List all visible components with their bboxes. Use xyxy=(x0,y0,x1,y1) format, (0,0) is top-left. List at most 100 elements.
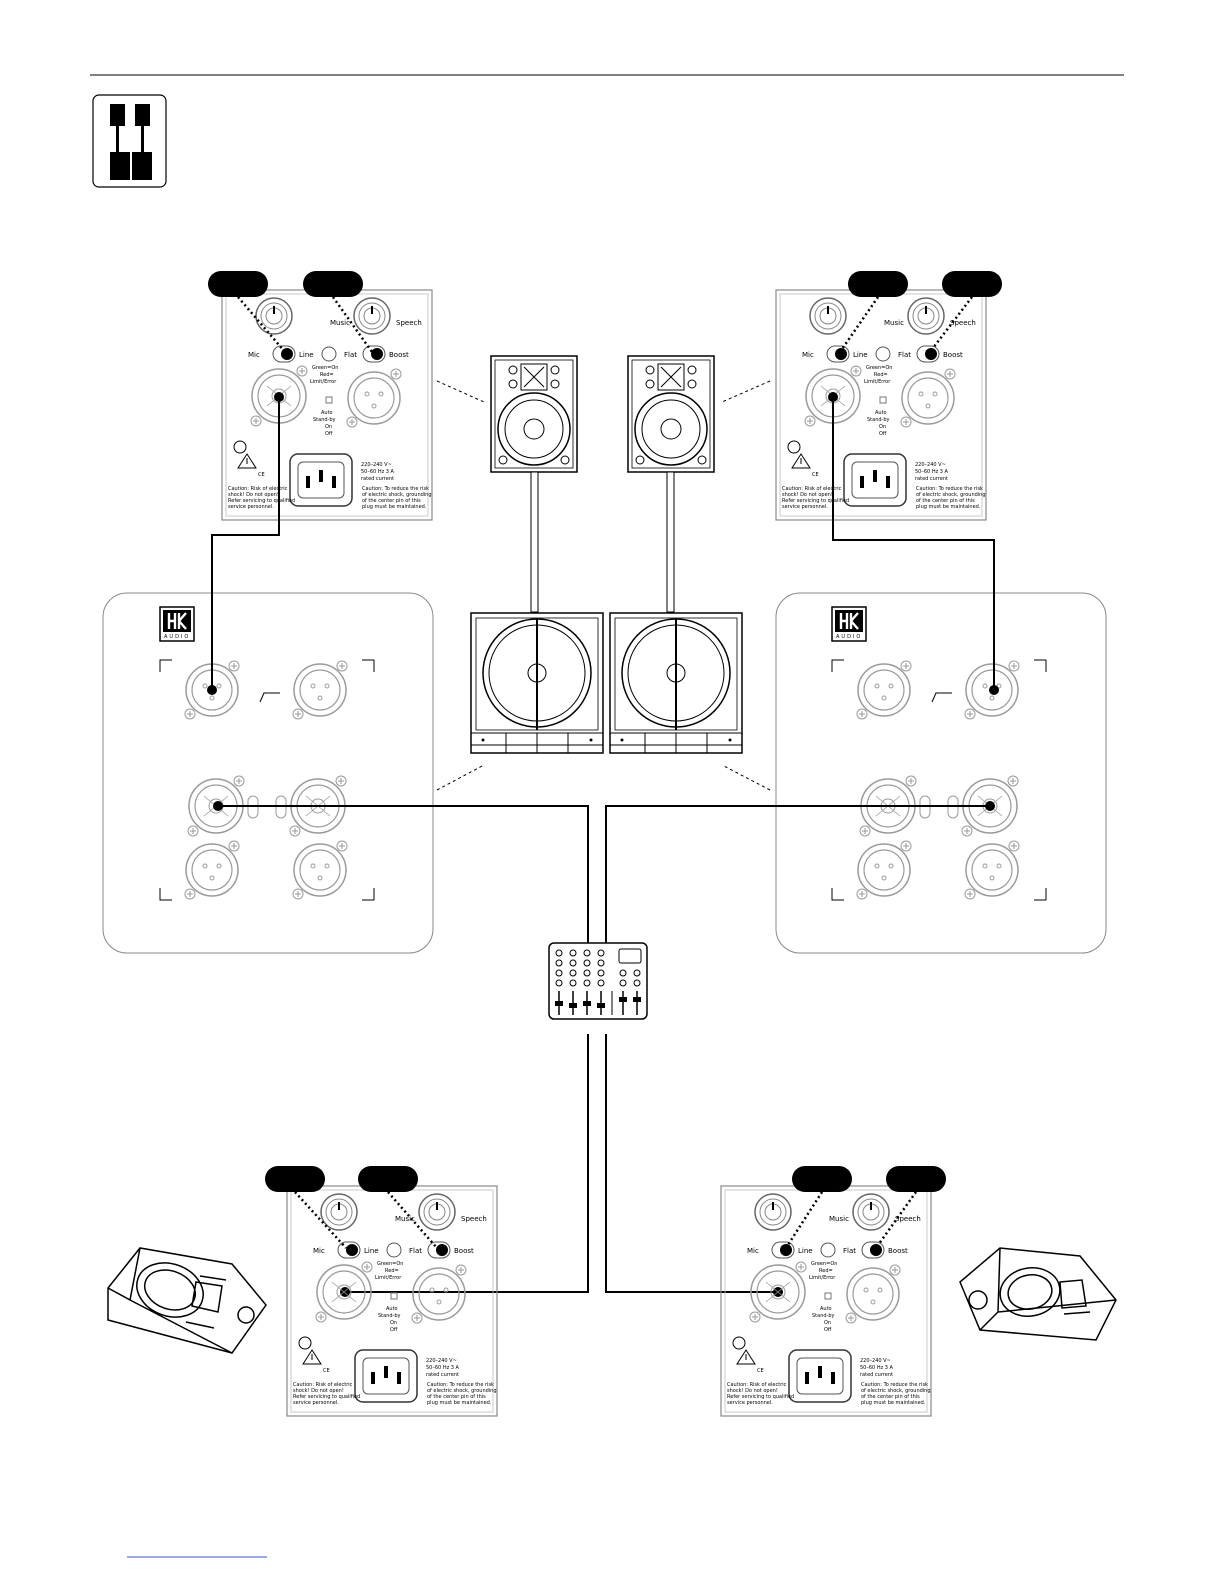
label-flat: Flat xyxy=(898,351,911,359)
label-mic: Mic xyxy=(248,351,260,359)
label-frequency: 50–60 Hz 3 A xyxy=(860,1365,894,1371)
label-music: Music xyxy=(395,1215,415,1223)
label-frequency: 50–60 Hz 3 A xyxy=(426,1365,460,1371)
top-speaker-right xyxy=(627,355,715,473)
label-ce: CE xyxy=(323,1368,330,1374)
label-music: Music xyxy=(884,319,904,327)
label-auto: Auto xyxy=(386,1306,398,1312)
brand-sub: AUDIO xyxy=(164,634,190,640)
stereo-setup-icon xyxy=(92,94,167,188)
label-on: On xyxy=(390,1320,397,1326)
label-voltage: 220–240 V~ xyxy=(361,462,392,468)
label-boost: Boost xyxy=(454,1247,474,1255)
label-on: On xyxy=(879,424,886,430)
label-music: Music xyxy=(330,319,350,327)
rear-panel-bottom-left: Mic Line Flat Boost Music Speech Green=O… xyxy=(287,1186,497,1416)
monitor-wedge-right xyxy=(959,1247,1117,1341)
label-speech: Speech xyxy=(895,1215,921,1223)
label-frequency: 50–60 Hz 3 A xyxy=(361,469,395,475)
caution-left-3: Refer servicing to qualified xyxy=(293,1394,360,1400)
caution-right-2: of electric shock, grounding xyxy=(916,492,986,498)
label-ce: CE xyxy=(812,472,819,478)
label-voltage: 220–240 V~ xyxy=(426,1358,457,1364)
label-speech: Speech xyxy=(461,1215,487,1223)
caution-left-4: service personnel. xyxy=(727,1400,773,1406)
caution-left-3: Refer servicing to qualified xyxy=(782,498,849,504)
label-boost: Boost xyxy=(389,351,409,359)
label-boost: Boost xyxy=(943,351,963,359)
label-standby: Stand-by xyxy=(812,1313,835,1319)
caution-right-4: plug must be maintained. xyxy=(861,1400,926,1406)
sub-panel-right: AUDIO xyxy=(775,592,1107,954)
label-voltage: 220–240 V~ xyxy=(860,1358,891,1364)
label-status-limit: Limit/Error xyxy=(809,1275,836,1281)
label-standby: Stand-by xyxy=(867,417,890,423)
caution-left-4: service personnel. xyxy=(228,504,274,510)
callout-tab xyxy=(848,271,908,297)
label-boost: Boost xyxy=(888,1247,908,1255)
caution-right-1: Caution: To reduce the risk xyxy=(427,1382,494,1388)
label-line: Line xyxy=(299,351,314,359)
monitor-wedge-left xyxy=(107,1247,267,1354)
caution-left-3: Refer servicing to qualified xyxy=(228,498,295,504)
label-on: On xyxy=(325,424,332,430)
caution-right-1: Caution: To reduce the risk xyxy=(916,486,983,492)
caution-left-2: shock! Do not open! xyxy=(228,492,279,498)
caution-right-2: of electric shock, grounding xyxy=(362,492,432,498)
sub-panel-left: AUDIO xyxy=(102,592,434,954)
caution-right-4: plug must be maintained. xyxy=(916,504,981,510)
label-auto: Auto xyxy=(875,410,887,416)
caution-right-3: of the center pin of this xyxy=(427,1394,486,1400)
pole-left xyxy=(530,471,539,613)
callout-tab xyxy=(358,1166,418,1192)
callout-tab xyxy=(886,1166,946,1192)
rear-panel-top-left: Mic Line Flat Boost Music Speech Green=O… xyxy=(222,290,432,520)
cables xyxy=(211,397,995,1293)
caution-right-3: of the center pin of this xyxy=(861,1394,920,1400)
label-status-red: Red= xyxy=(874,372,888,378)
label-mic: Mic xyxy=(313,1247,325,1255)
label-status-red: Red= xyxy=(819,1268,833,1274)
label-off: Off xyxy=(824,1327,832,1333)
caution-left-4: service personnel. xyxy=(293,1400,339,1406)
label-status-green: Green=On xyxy=(866,365,892,371)
label-standby: Stand-by xyxy=(313,417,336,423)
label-on: On xyxy=(824,1320,831,1326)
callout-tab xyxy=(942,271,1002,297)
label-status-red: Red= xyxy=(320,372,334,378)
subwoofer-right xyxy=(609,612,743,754)
caution-right-2: of electric shock, grounding xyxy=(427,1388,497,1394)
label-status-limit: Limit/Error xyxy=(864,379,891,385)
label-off: Off xyxy=(390,1327,398,1333)
callout-tab xyxy=(303,271,363,297)
callout-tab xyxy=(265,1166,325,1192)
caution-right-1: Caution: To reduce the risk xyxy=(362,486,429,492)
label-rated: rated current xyxy=(361,476,394,482)
caution-left-3: Refer servicing to qualified xyxy=(727,1394,794,1400)
label-line: Line xyxy=(364,1247,379,1255)
label-off: Off xyxy=(325,431,333,437)
label-status-green: Green=On xyxy=(377,1261,403,1267)
subwoofer-left xyxy=(470,612,604,754)
caution-right-3: of the center pin of this xyxy=(916,498,975,504)
rear-panel-bottom-right: Mic Line Flat Boost Music Speech Green=O… xyxy=(721,1186,931,1416)
label-status-green: Green=On xyxy=(811,1261,837,1267)
callout-tab xyxy=(208,271,268,297)
caution-left-1: Caution: Risk of electric xyxy=(293,1382,353,1388)
caution-right-4: plug must be maintained. xyxy=(362,504,427,510)
caution-left-2: shock! Do not open! xyxy=(727,1388,778,1394)
label-off: Off xyxy=(879,431,887,437)
label-standby: Stand-by xyxy=(378,1313,401,1319)
label-ce: CE xyxy=(258,472,265,478)
pole-right xyxy=(666,471,675,613)
rear-panel-top-right: Mic Line Flat Boost Music Speech Green=O… xyxy=(776,290,986,520)
label-status-limit: Limit/Error xyxy=(310,379,337,385)
label-auto: Auto xyxy=(321,410,333,416)
label-music: Music xyxy=(829,1215,849,1223)
label-mic: Mic xyxy=(747,1247,759,1255)
caution-right-3: of the center pin of this xyxy=(362,498,421,504)
label-flat: Flat xyxy=(409,1247,422,1255)
caution-right-1: Caution: To reduce the risk xyxy=(861,1382,928,1388)
label-flat: Flat xyxy=(843,1247,856,1255)
